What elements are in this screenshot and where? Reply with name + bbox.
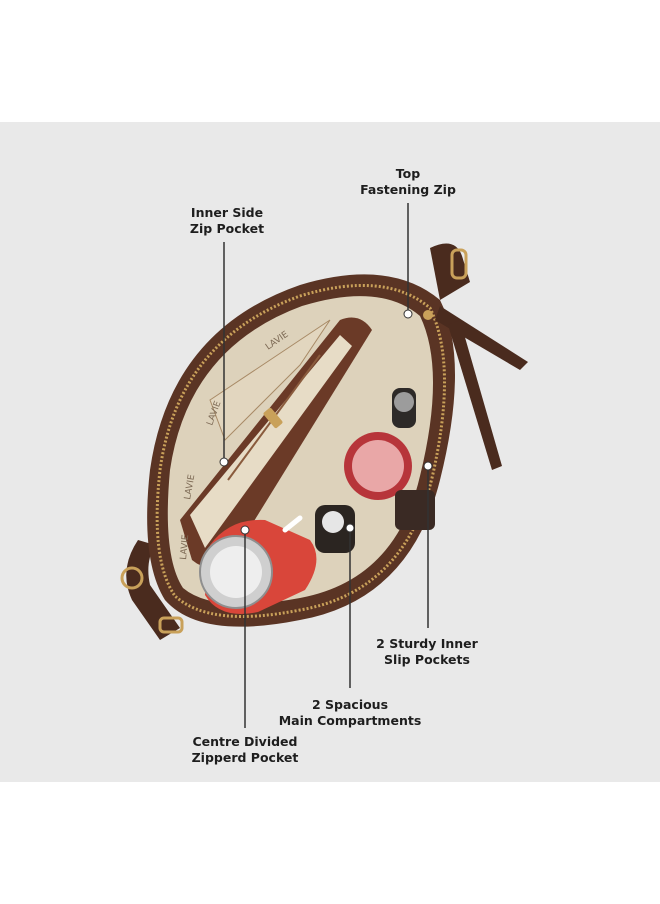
callout-main-compartments-line2: Main Compartments bbox=[278, 713, 422, 728]
callout-inner-side-line2: Zip Pocket bbox=[189, 221, 265, 236]
leader-dots bbox=[219, 309, 433, 535]
callout-main-compartments-line1: 2 Spacious bbox=[311, 697, 389, 712]
zip-head bbox=[423, 310, 433, 320]
slip-pocket-item bbox=[395, 490, 435, 530]
divider-inner bbox=[190, 335, 352, 548]
callout-top-zip: Top Fastening Zip bbox=[352, 166, 464, 198]
bottle-handle bbox=[282, 515, 303, 533]
svg-text:LAVIE: LAVIE bbox=[179, 534, 191, 560]
strap-ring-top bbox=[450, 248, 468, 280]
strap-top bbox=[430, 243, 470, 300]
strap-bottom bbox=[126, 540, 180, 640]
bottle-lid-highlight bbox=[210, 546, 262, 598]
callout-top-zip-line2: Fastening Zip bbox=[360, 182, 456, 197]
tassel-2 bbox=[448, 320, 502, 470]
callout-inner-side-line1: Inner Side bbox=[190, 205, 264, 220]
leader-lines bbox=[223, 203, 429, 728]
callout-main-compartments: 2 Spacious Main Compartments bbox=[276, 697, 424, 729]
compact-lid bbox=[352, 440, 404, 492]
callout-centre-pocket-line1: Centre Divided bbox=[192, 734, 298, 749]
bottle-cap bbox=[394, 392, 414, 412]
svg-text:LAVIE: LAVIE bbox=[183, 474, 197, 501]
callout-slip-pockets: 2 Sturdy Inner Slip Pockets bbox=[368, 636, 486, 668]
perfume-cap bbox=[322, 511, 344, 533]
callout-slip-pockets-line1: 2 Sturdy Inner bbox=[376, 636, 478, 651]
callout-inner-side: Inner Side Zip Pocket bbox=[174, 205, 280, 237]
top-zipper bbox=[155, 283, 446, 618]
callout-slip-pockets-line2: Slip Pockets bbox=[384, 652, 470, 667]
strap-ring-bottom bbox=[120, 566, 144, 590]
callout-centre-pocket: Centre Divided Zipperd Pocket bbox=[186, 734, 304, 766]
callout-centre-pocket-line2: Zipperd Pocket bbox=[191, 750, 299, 765]
inner-side-pocket bbox=[209, 319, 331, 441]
zip-puller bbox=[263, 407, 283, 429]
callout-top-zip-line1: Top bbox=[395, 166, 421, 181]
strap-buckle bbox=[158, 616, 184, 634]
